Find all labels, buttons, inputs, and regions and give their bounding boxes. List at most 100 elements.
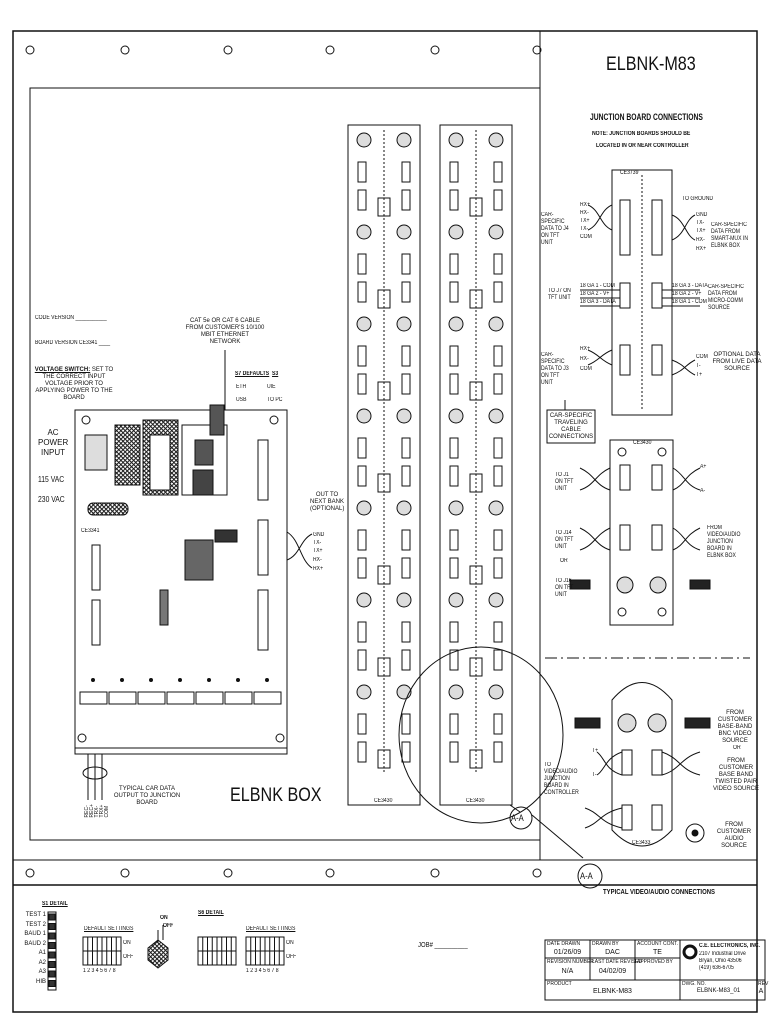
- bnc-connector-icon: [448, 316, 464, 332]
- left-j4-wire: RX-: [580, 210, 589, 216]
- mounting-hole-icon: [532, 868, 542, 878]
- s3-label: S3: [272, 371, 279, 377]
- bnc-connector-icon: [488, 684, 504, 700]
- switch-off-legend: OFF: [163, 923, 174, 929]
- left-j4-wire: COM: [580, 234, 592, 240]
- section-callout-2: A-A: [580, 871, 593, 881]
- bnc-connector-icon: [448, 500, 464, 516]
- connector: [493, 373, 503, 395]
- s6-on: ON: [286, 940, 294, 946]
- video-board-id: CE3430: [633, 440, 652, 446]
- right-live-wire: COM: [696, 354, 708, 360]
- right-live-wire: T+: [696, 372, 703, 378]
- connector: [357, 161, 367, 183]
- bnc-connector-icon: [356, 684, 372, 700]
- s1-row-label: TEST 1: [25, 912, 46, 918]
- out-wire: RX+: [313, 566, 324, 572]
- right-micro-label: CAR-SPECIFIC DATA FROM MICRO-COMM SOURCE: [708, 284, 744, 311]
- vac-230-label: 230 VAC: [38, 495, 65, 504]
- connector: [357, 189, 367, 211]
- s6-off: OFF: [286, 954, 297, 960]
- connector: [357, 465, 367, 487]
- out-wire: TX+: [313, 548, 323, 554]
- bnc-connector-icon: [448, 132, 464, 148]
- s1-row-label: A2: [38, 959, 46, 966]
- connector: [401, 253, 411, 275]
- from-twisted-label: FROM CUSTOMER BASE BAND TWISTED PAIR VID…: [712, 758, 759, 792]
- address-1: 2107 Industrial Drive: [699, 951, 746, 957]
- out-wire: TX-: [313, 540, 322, 546]
- cat5-label: CAT 5e OR CAT 6 CABLE FROM CUSTOMER'S 10…: [185, 318, 265, 345]
- connector: [401, 281, 411, 303]
- terminal-block: [79, 691, 108, 705]
- left-j4-wire: RX+: [580, 202, 591, 208]
- connector: [493, 437, 503, 459]
- right-live-wire: T-: [696, 363, 701, 369]
- left-j7-label: TO J7 ON TFT UNIT: [548, 288, 571, 301]
- connector: [357, 649, 367, 671]
- connector: [449, 373, 459, 395]
- left-j3-wire: RX-: [580, 356, 589, 362]
- connector: [401, 529, 411, 551]
- mounting-hole-icon: [325, 868, 335, 878]
- switch-on-legend: ON: [160, 915, 168, 921]
- connector: [401, 373, 411, 395]
- connector: [449, 649, 459, 671]
- bnc-connector-icon: [488, 592, 504, 608]
- option-to-pc: TO PC: [267, 397, 283, 403]
- bnc-connector-icon: [396, 592, 412, 608]
- dip-switch: [48, 932, 56, 940]
- connector: [493, 189, 503, 211]
- connector: [357, 253, 367, 275]
- connector: [401, 557, 411, 579]
- connector: [357, 345, 367, 367]
- connector: [449, 281, 459, 303]
- mounting-hole-icon: [223, 868, 233, 878]
- mounting-hole-icon: [25, 45, 35, 55]
- connector: [449, 741, 459, 763]
- car-output-label: TYPICAL CAR DATA OUTPUT TO JUNCTION BOAR…: [113, 786, 181, 806]
- right-smartmux-wire: RX+: [696, 246, 707, 252]
- connector: [493, 713, 503, 735]
- connector: [401, 345, 411, 367]
- dip-switch: [48, 923, 56, 930]
- connector: [401, 189, 411, 211]
- connector: [493, 557, 503, 579]
- to-controller-label: TO VIDEO/AUDIO JUNCTION BOARD IN CONTROL…: [544, 762, 579, 796]
- rev-label: REV: [758, 981, 769, 987]
- or-label-2: OR: [733, 745, 741, 751]
- junction-board-id: CE3739: [620, 170, 639, 176]
- mounting-hole-icon: [25, 868, 35, 878]
- to-j1-label: TO J1 ON TFT UNIT: [555, 472, 574, 492]
- bnc-connector-icon: [448, 224, 464, 240]
- connector: [493, 649, 503, 671]
- left-j7-wire: 18 GA 2 - V+: [580, 291, 610, 297]
- right-live-label: OPTIONAL DATA FROM LIVE DATA SOURCE: [712, 352, 762, 372]
- voltage-switch-title: VOLTAGE SWITCH:: [34, 367, 91, 373]
- mounting-hole-icon: [430, 868, 440, 878]
- connector: [357, 557, 367, 579]
- left-j3-wire: RX+: [580, 346, 591, 352]
- connector: [493, 161, 503, 183]
- led-icon: [265, 678, 269, 682]
- from-audio-label: FROM CUSTOMER AUDIO SOURCE: [716, 822, 752, 849]
- board-version: BOARD VERSION CE3341 ____: [35, 340, 111, 346]
- address-2: Bryan, Ohio 43506: [699, 958, 742, 964]
- s1-row-label: TEST 2: [25, 921, 46, 928]
- right-micro-wire: 18 GA 2 - V+: [672, 291, 702, 297]
- connector: [357, 741, 367, 763]
- connector: [357, 713, 367, 735]
- connector: [401, 437, 411, 459]
- terminal-block: [166, 691, 195, 705]
- car-wire-labels: REC-REC+TRX-TRX+COM: [84, 804, 110, 818]
- connector: [401, 161, 411, 183]
- bnc-connector-icon: [396, 408, 412, 424]
- connector: [493, 529, 503, 551]
- last-rev: 04/02/09: [598, 968, 627, 975]
- car-wire-label: COM: [104, 805, 110, 818]
- bnc-connector-icon: [448, 408, 464, 424]
- out-next-bank-label: OUT TO NEXT BANK (OPTIONAL): [310, 492, 345, 512]
- s1-off: OFF: [123, 954, 134, 960]
- s1-row-label: A1: [38, 950, 46, 956]
